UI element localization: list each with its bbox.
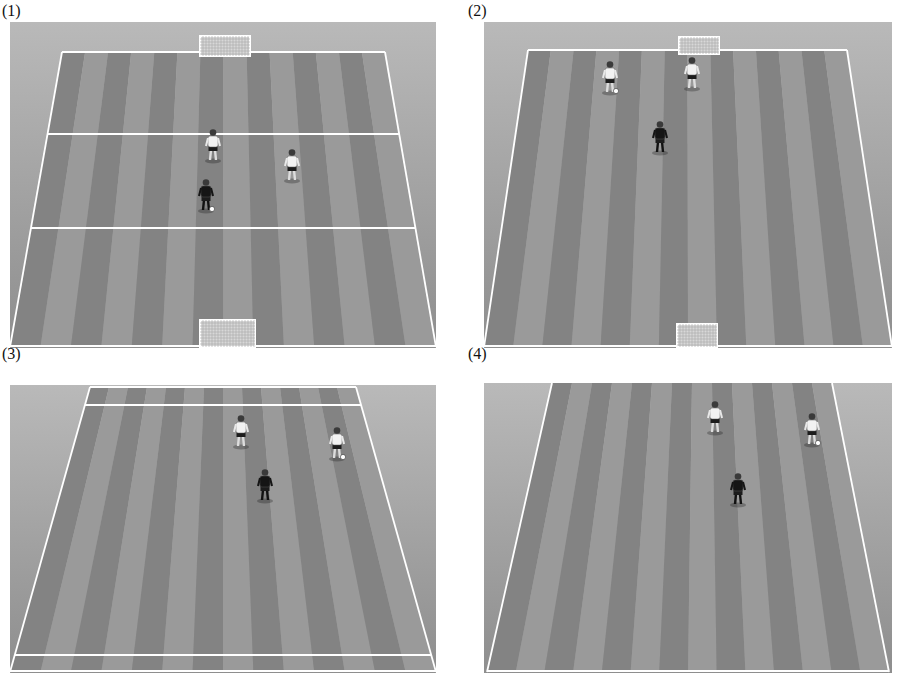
field-line [487,383,552,672]
player-figure [730,473,746,507]
field-line [48,133,400,135]
player-figure [602,61,619,95]
ball [340,454,345,459]
grass-stripe [193,52,224,347]
panel-background [10,385,436,673]
grass-stripe [362,52,436,347]
player-figure [257,469,273,503]
field-line [15,654,431,656]
ball [815,440,820,445]
goal [200,36,250,56]
field-line [31,227,415,229]
field-line [356,387,436,672]
panel-number: (3) [2,345,21,363]
player-figure [707,401,723,435]
player-figure [329,427,346,461]
field-line [385,52,436,347]
grass-stripe [688,383,717,672]
grass-stripe [630,50,665,347]
field-line [484,50,528,347]
ball [209,206,214,211]
goal [679,37,719,54]
goal [677,324,717,347]
grass-stripe [337,387,436,672]
field-line [10,670,436,672]
field-line [10,52,62,347]
player-figure [205,129,221,163]
grass-stripe [812,383,889,672]
player-figure [198,179,215,213]
ball [613,88,618,93]
field-line [90,386,356,388]
player-figure [284,149,300,183]
panel-background [484,383,892,673]
panel-number: (2) [468,2,487,20]
field-line [487,670,889,672]
grass-stripe [659,50,688,347]
player-figure [804,413,821,447]
field-line [85,404,361,406]
grass-stripe [824,50,892,347]
field-line [832,383,889,672]
panel-number: (4) [468,345,487,363]
player-figure [233,415,249,449]
panel-number: (1) [2,2,21,20]
player-figure [652,121,668,155]
goal [200,320,255,347]
panel-background [484,22,892,348]
grass-stripe [659,383,692,672]
panel-background [10,22,436,348]
grass-stripe [193,387,223,672]
player-figure [684,57,700,91]
field-line [847,50,892,347]
field-line [10,387,90,672]
